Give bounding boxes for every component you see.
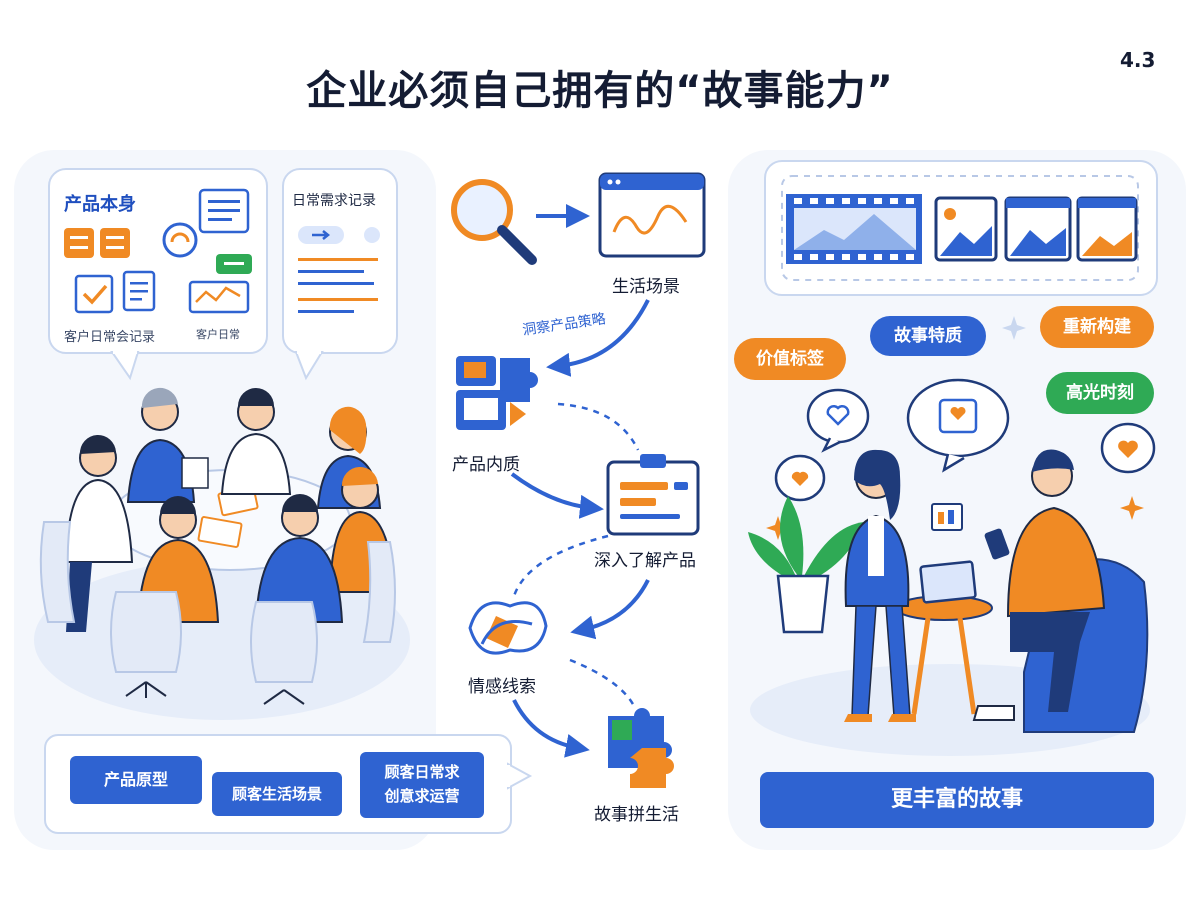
product-bubble-title: 产品本身 [64,194,136,215]
product-bubble-caption: 客户日常会记录 [64,330,156,345]
team-meeting-illustration [39,387,396,705]
records-bubble-icons [298,226,380,313]
clipboard-list-icon [606,454,700,536]
page-title: 企业必须自己拥有的“故事能力” [306,68,894,114]
story-conversation-illustration [748,378,1156,733]
product-bubble-chart-caption: 客户日常 [196,328,240,341]
richer-story-banner[interactable]: 更丰富的故事 [760,772,1154,828]
product-bubble-tail [110,349,140,381]
prototype-button[interactable]: 产品原型 [70,756,202,804]
records-bubble-tail [294,349,324,381]
story-puzzle-icon [608,708,674,788]
flow-node-product-quality: 产品内质 [452,455,520,475]
flow-node-emotion-clues: 情感线索 [468,677,536,697]
magnifier-icon [451,179,537,265]
sparkle-icon [1002,316,1026,340]
product-bubble-icons [64,188,252,314]
emotion-knot-icon [468,601,548,655]
records-bubble-title: 日常需求记录 [292,193,376,209]
tag-highlight-moment: 高光时刻 [1046,372,1154,414]
prototype-items-bubble-tail [505,762,533,790]
daily-needs-button[interactable]: 顾客日常求 创意求运营 [360,752,484,818]
flow-node-understand-product: 深入了解产品 [594,551,696,571]
browser-chart-icon [598,172,706,258]
flow-node-life-scene: 生活场景 [612,277,680,297]
puzzle-blocks-icon [456,356,538,430]
customer-scene-button[interactable]: 顾客生活场景 [212,772,342,816]
tag-rebuild: 重新构建 [1040,306,1154,348]
flow-node-story-life: 故事拼生活 [594,805,679,825]
page-number: 4.3 [1120,48,1156,72]
tag-story-trait: 故事特质 [870,316,986,356]
media-strip [781,175,1139,281]
tag-value-label: 价值标签 [734,338,846,380]
